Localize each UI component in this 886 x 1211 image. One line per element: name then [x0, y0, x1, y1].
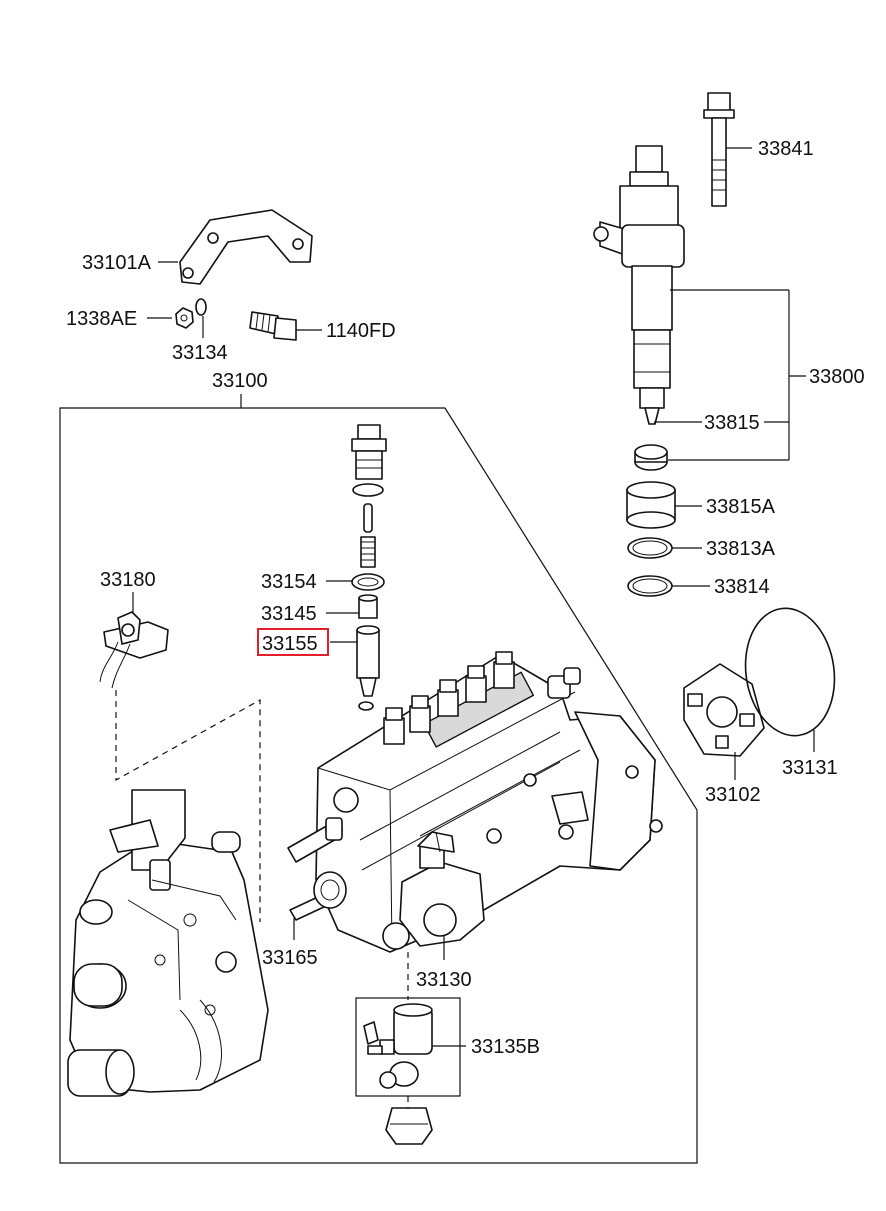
control-shaft-33165: [289, 871, 347, 940]
ring-33813a: [627, 537, 702, 559]
label-33814: 33814: [714, 576, 770, 598]
label-33131: 33131: [782, 757, 838, 779]
o-ring-33131: [744, 607, 836, 752]
assembly-frame: [59, 394, 698, 1164]
label-33813a: 33813A: [706, 538, 776, 560]
label-33134: 33134: [172, 342, 228, 364]
label-33841: 33841: [758, 138, 814, 160]
bracket-33101a: [158, 209, 313, 285]
label-33165: 33165: [262, 947, 318, 969]
label-33101a: 33101A: [82, 252, 152, 274]
nozzle-bolt: [703, 92, 752, 207]
label-33145: 33145: [261, 603, 317, 625]
label-1338ae: 1338AE: [66, 308, 137, 330]
label-33100: 33100: [212, 370, 268, 392]
label-33180: 33180: [100, 569, 156, 591]
ring-33814: [627, 575, 710, 597]
label-33800: 33800: [809, 366, 865, 388]
injector-assembly: [593, 145, 806, 461]
highlight-box-33155: [257, 628, 329, 656]
nut-1338ae: [147, 307, 194, 329]
label-33815: 33815: [704, 412, 760, 434]
washer-33134: [195, 298, 207, 338]
label-33154: 33154: [261, 571, 317, 593]
drive-shaft: [287, 817, 343, 863]
label-1140fd: 1140FD: [326, 320, 396, 342]
label-33135b: 33135B: [471, 1036, 540, 1058]
governor-housing: [67, 789, 269, 1097]
feed-pump-33130: [382, 831, 485, 960]
bolt-1140fd: [249, 311, 322, 341]
label-33155: 33155: [262, 633, 318, 655]
label-33130: 33130: [416, 969, 472, 991]
sleeve-33815a: [626, 481, 702, 529]
hand-primer-33135b: [355, 997, 466, 1145]
label-33815a: 33815A: [706, 496, 776, 518]
pump-body: [287, 651, 663, 1000]
seal-33815: [634, 444, 668, 471]
label-33102: 33102: [705, 784, 761, 806]
pump-outlets: [383, 651, 581, 745]
coupling-33102: [683, 663, 765, 780]
delivery-valve-stack: [326, 424, 387, 711]
part-labels: 33841 33101A 1338AE 33134 1140FD 33100 3…: [66, 138, 865, 1058]
sensor-33180: [99, 592, 261, 922]
